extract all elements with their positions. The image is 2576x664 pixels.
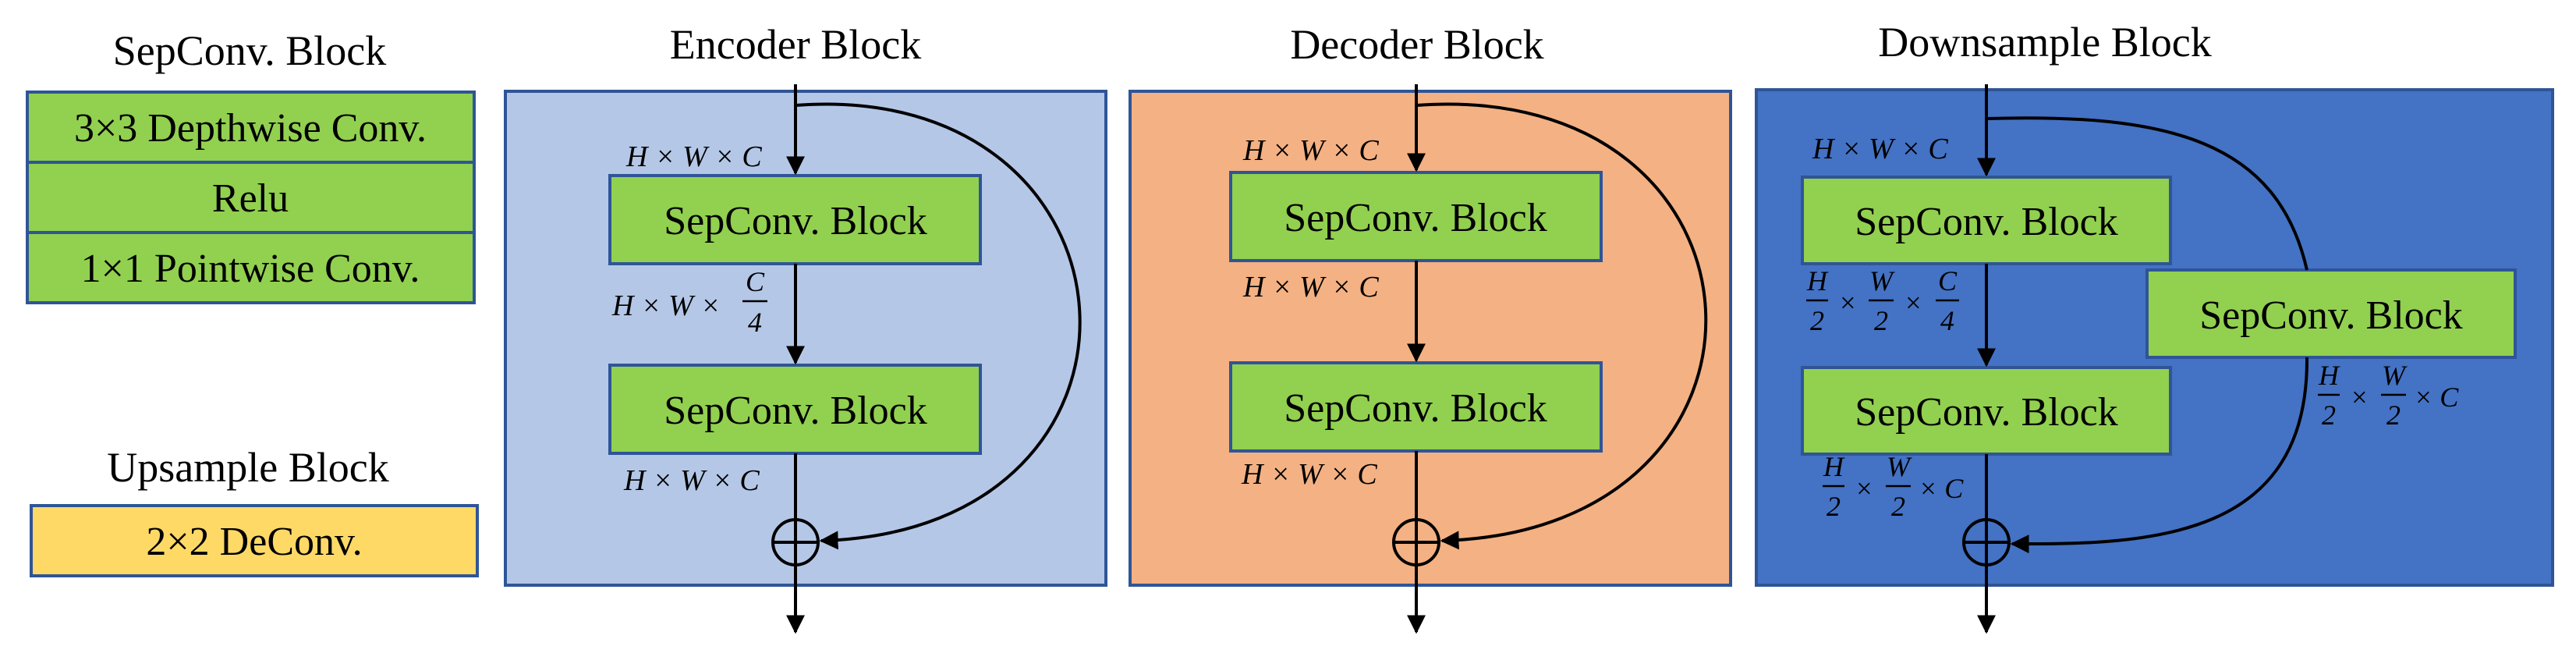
- downsample-sepconv-1: [1801, 176, 2172, 265]
- encoder-dim-out: H × W × C: [623, 464, 760, 497]
- dim-mid-h-num: H: [1806, 265, 1829, 296]
- dim-skip-h-den: 2: [2322, 399, 2336, 431]
- legend-relu-box: [26, 161, 476, 234]
- decoder-background: [1129, 90, 1732, 587]
- legend-deconv-box: [30, 504, 479, 577]
- legend-depthwise-label: 3×3 Depthwise Conv.: [74, 106, 427, 151]
- encoder-skip-arrow: [795, 102, 1082, 550]
- decoder-block: Decoder Block SepConv. Block SepConv. Bl…: [1129, 21, 1732, 634]
- dim-mid-w-den: 2: [1874, 305, 1888, 336]
- dim-skip-w-den: 2: [2386, 399, 2401, 431]
- dim-mid-c-den: 4: [1940, 305, 1954, 336]
- encoder-sepconv-2: [608, 364, 982, 455]
- encoder-background: [504, 90, 1107, 587]
- encoder-block: Encoder Block SepConv. Block SepConv. Bl…: [504, 21, 1107, 634]
- decoder-dim-mid: H × W × C: [1242, 271, 1379, 304]
- downsample-skip-out: [2010, 357, 2309, 554]
- dim-mid-times-1: ×: [1838, 287, 1857, 318]
- downsample-dim-mid: H 2 × W 2 × C 4: [1806, 265, 1959, 336]
- decoder-sepconv-1-label: SepConv. Block: [1284, 196, 1547, 240]
- decoder-dim-out: H × W × C: [1241, 458, 1377, 491]
- downsample-dim-out: H 2 × W 2 × C: [1823, 451, 1964, 522]
- dim-out-times-1: ×: [1855, 473, 1873, 504]
- encoder-sepconv-1-label: SepConv. Block: [664, 199, 927, 243]
- dim-out-w-den: 2: [1891, 491, 1905, 522]
- sepconv-legend: 3×3 Depthwise Conv. Relu 1×1 Pointwise C…: [26, 91, 476, 304]
- dim-skip-tail: × C: [2414, 382, 2459, 413]
- downsample-sepconv-1-label: SepConv. Block: [1855, 200, 2118, 244]
- decoder-sepconv-2-label: SepConv. Block: [1284, 386, 1547, 431]
- downsample-sepconv-2-label: SepConv. Block: [1855, 390, 2118, 435]
- downsample-dim-skip: H 2 × W 2 × C: [2318, 360, 2459, 431]
- encoder-sepconv-2-label: SepConv. Block: [664, 389, 927, 433]
- decoder-sepconv-2: [1229, 361, 1603, 453]
- dim-mid-times-2: ×: [1904, 287, 1922, 318]
- encoder-dim-in: H × W × C: [625, 140, 762, 173]
- decoder-title: Decoder Block: [1290, 21, 1543, 68]
- dim-out-h-den: 2: [1827, 491, 1841, 522]
- dim-mid-w-num: W: [1869, 265, 1895, 296]
- upsample-legend-title: Upsample Block: [107, 444, 388, 491]
- dim-out-h-num: H: [1823, 451, 1845, 482]
- dim-skip-times-1: ×: [2350, 382, 2369, 413]
- downsample-skip-in: [1986, 116, 2308, 271]
- encoder-dim-mid-den: 4: [748, 307, 762, 338]
- decoder-skip-arrow: [1416, 102, 1708, 550]
- sepconv-legend-title: SepConv. Block: [113, 27, 387, 74]
- dim-skip-w-num: W: [2382, 360, 2408, 391]
- dim-out-tail: × C: [1919, 473, 1964, 504]
- legend-pointwise-box: [26, 231, 476, 304]
- encoder-dim-mid: H × W ×: [611, 289, 721, 322]
- downsample-sepconv-skip-label: SepConv. Block: [2199, 293, 2463, 338]
- downsample-title: Downsample Block: [1878, 19, 2211, 66]
- dim-mid-h-den: 2: [1810, 305, 1824, 336]
- downsample-sepconv-skip: [2145, 268, 2517, 359]
- dim-out-w-num: W: [1887, 451, 1912, 482]
- decoder-dim-in: H × W × C: [1242, 134, 1379, 167]
- dim-mid-c-num: C: [1938, 265, 1958, 296]
- downsample-dim-in: H × W × C: [1812, 133, 1948, 165]
- encoder-dim-mid-num: C: [746, 266, 765, 297]
- encoder-title: Encoder Block: [670, 21, 921, 68]
- decoder-sepconv-1: [1229, 171, 1603, 262]
- downsample-block: Downsample Block SepConv. Block SepConv.…: [1755, 19, 2554, 634]
- legend-pointwise-label: 1×1 Pointwise Conv.: [81, 247, 420, 291]
- downsample-sepconv-2: [1801, 366, 2172, 456]
- legend-depthwise-box: [26, 91, 476, 164]
- dim-skip-h-num: H: [2318, 360, 2340, 391]
- legend-deconv-label: 2×2 DeConv.: [146, 520, 362, 564]
- legend-relu-label: Relu: [212, 176, 289, 221]
